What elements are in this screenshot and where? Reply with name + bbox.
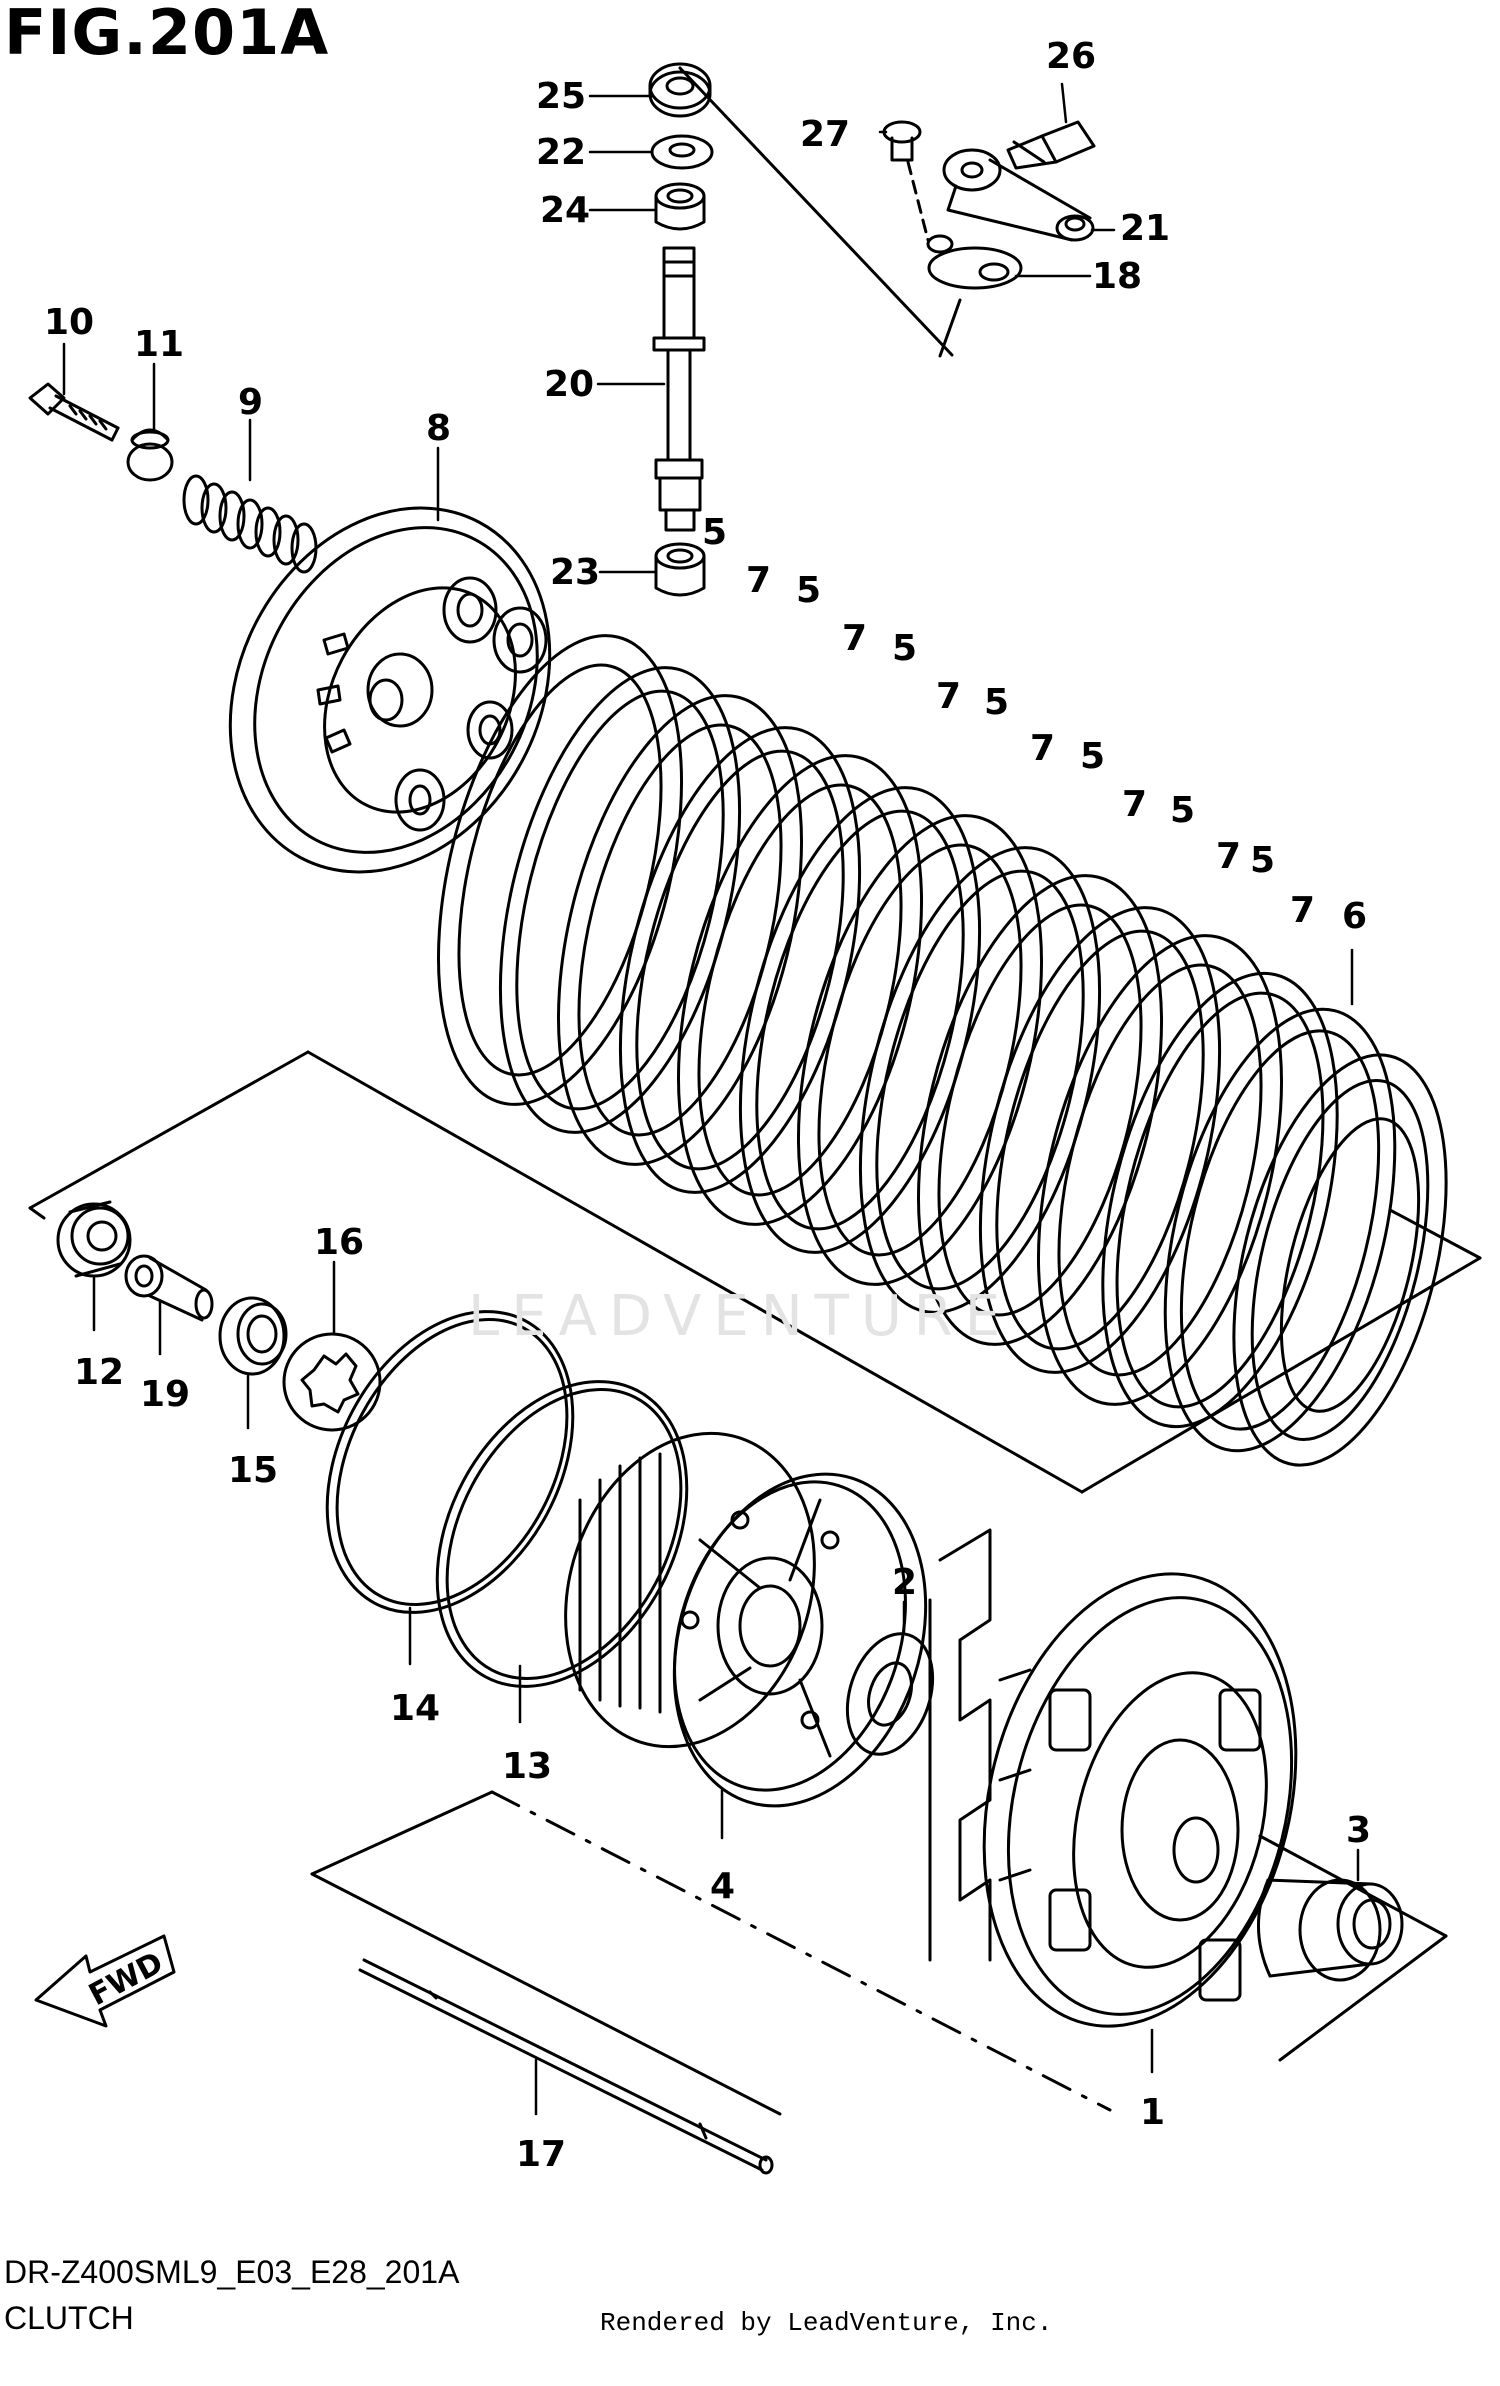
plate-part-18 [926,234,1023,290]
callout-24: 24 [540,190,590,231]
callout-3: 3 [1346,1810,1371,1851]
bolt-part-10 [28,382,120,442]
callout-4: 4 [710,1866,735,1907]
callout-27: 27 [800,114,850,155]
clutch-plate-stack [436,634,1448,1467]
callout-6: 6 [1342,896,1367,937]
callout-22: 22 [536,132,586,173]
pressure-plate-part-8 [228,506,552,874]
callout-7-6: 7 [1216,836,1241,877]
push-rod-part-17 [358,1958,774,2175]
section-name: CLUTCH [4,2300,134,2336]
clutch-housing-part-1 [928,1528,1298,2028]
callout-15: 15 [228,1450,278,1491]
release-arm-part-21 [942,148,1095,242]
ring-part-14 [325,1310,575,1614]
leader-lines [62,82,1360,2116]
spring-part-9 [182,474,318,574]
callout-7-3: 7 [936,676,961,717]
callout-18: 18 [1092,256,1142,297]
callout-1: 1 [1140,2092,1165,2133]
washer-part-22 [650,134,714,170]
fwd-direction-icon: FWD [34,1934,176,2028]
callout-17: 17 [516,2134,566,2175]
collar-part-11 [126,428,174,482]
callout-7-1: 7 [746,560,771,601]
thrust-washer-part-2 [845,1632,935,1756]
callout-5-2: 5 [796,570,821,611]
callout-12: 12 [74,1352,124,1393]
callout-8: 8 [426,408,451,449]
callout-9: 9 [238,382,263,423]
release-shaft-part-20 [652,246,706,532]
callout-5-5: 5 [1080,736,1105,777]
callout-11: 11 [134,324,184,365]
callout-26: 26 [1046,36,1096,77]
callout-21: 21 [1120,208,1170,249]
callout-2: 2 [892,1562,917,1603]
callout-7-4: 7 [1030,728,1055,769]
render-credit: Rendered by LeadVenture, Inc. [600,2308,1053,2338]
clutch-hub-part-4 [564,1431,928,1808]
callout-20: 20 [544,364,594,405]
callout-7-2: 7 [842,618,867,659]
callout-23: 23 [550,552,600,593]
needle-bearing-part-24 [654,182,706,231]
callout-7-5: 7 [1122,784,1147,825]
spacer-part-19 [124,1254,214,1322]
group-outline-upper [28,66,1482,1494]
watermark-text: LEADVENTURE [468,1284,1013,1349]
callout-14: 14 [390,1688,440,1729]
callout-16: 16 [314,1222,364,1263]
callout-10: 10 [44,302,94,343]
bolt-part-26 [1006,120,1096,170]
group-outline-lower [310,1790,1448,2116]
screw-part-27 [882,120,930,242]
callout-7-7: 7 [1290,890,1315,931]
callout-13: 13 [502,1746,552,1787]
nut-part-15 [218,1296,288,1376]
model-code: DR-Z400SML9_E03_E28_201A [4,2254,460,2290]
callout-5-6: 5 [1170,790,1195,831]
bushing-part-3 [1256,1878,1404,1982]
lock-washer-part-16 [282,1332,382,1432]
ring-part-13 [435,1380,689,1688]
figure-title: FIG.201A [4,0,330,69]
callout-25: 25 [536,76,586,117]
callout-5-4: 5 [984,682,1009,723]
callout-5-3: 5 [892,628,917,669]
callout-numbers: 25 22 24 20 23 27 26 21 18 10 11 9 8 5 7… [44,36,1371,2175]
bearing-part-12 [56,1200,132,1278]
callout-5-7: 5 [1250,840,1275,881]
needle-bearing-part-23 [654,542,706,597]
bearing-part-25 [648,62,712,118]
callout-5-1: 5 [702,512,727,553]
callout-19: 19 [140,1374,190,1415]
